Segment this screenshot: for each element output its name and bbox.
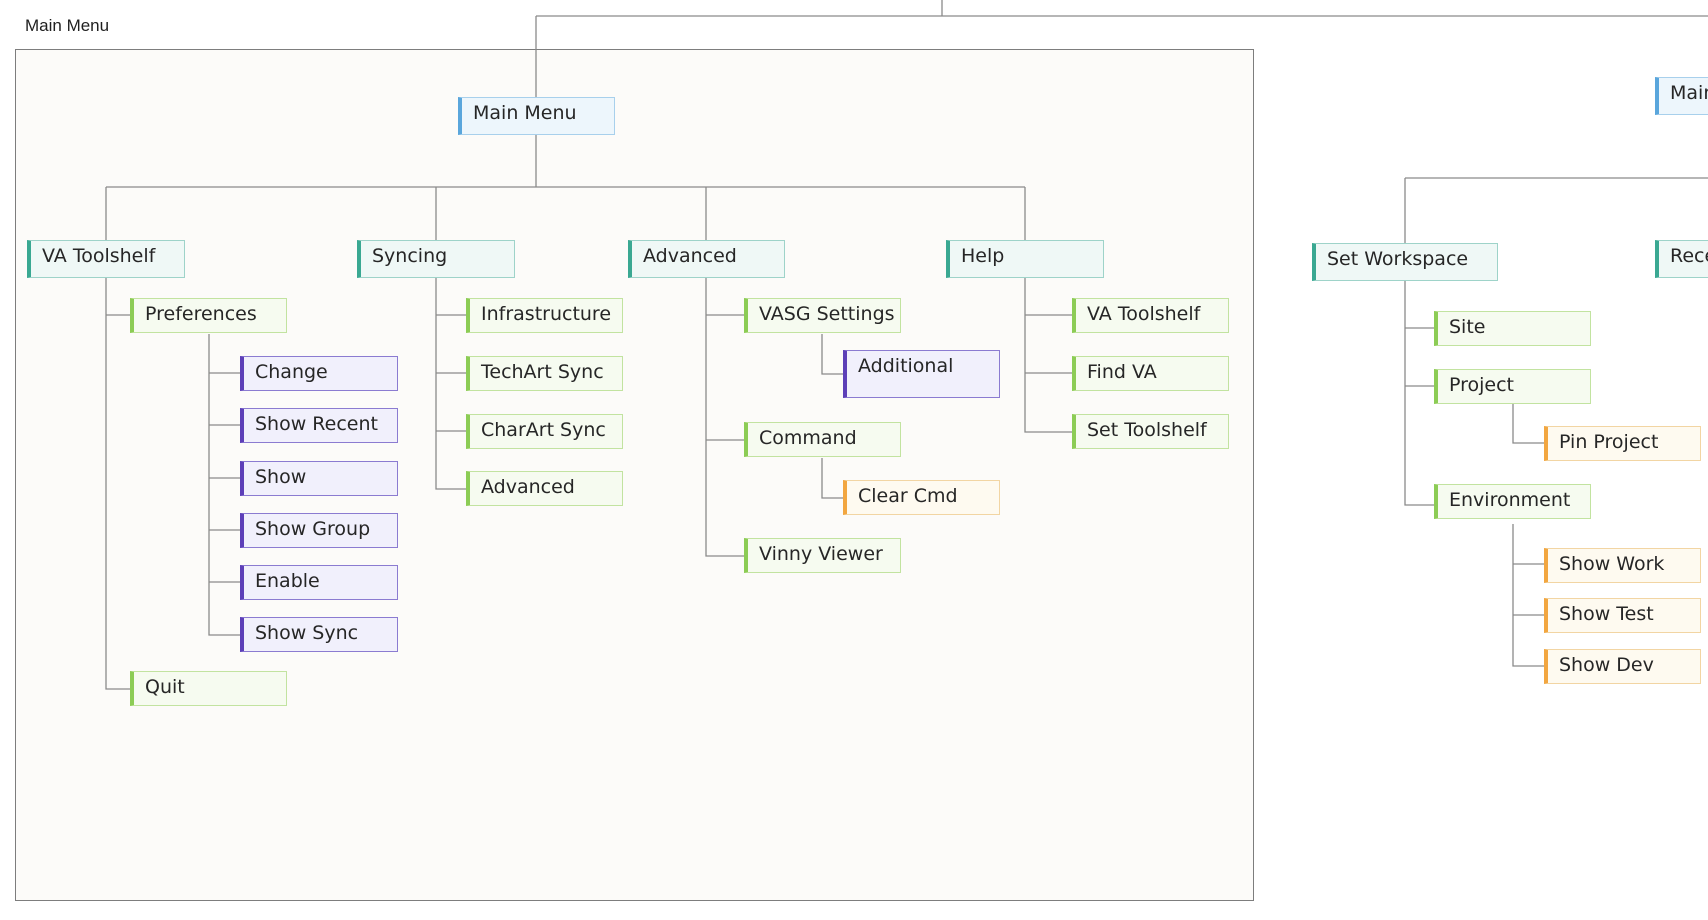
node-techart-sync[interactable]: TechArt Sync: [466, 356, 623, 391]
node-environment[interactable]: Environment: [1434, 484, 1591, 519]
node-pin-project[interactable]: Pin Project: [1544, 426, 1701, 461]
node-main-menu[interactable]: Main Menu: [458, 97, 615, 135]
node-vinny-viewer[interactable]: Vinny Viewer: [744, 538, 901, 573]
main-menu-frame[interactable]: [15, 49, 1254, 901]
node-additional[interactable]: Additional: [843, 350, 1000, 398]
connector-project: [1512, 404, 1544, 444]
node-change[interactable]: Change: [240, 356, 398, 391]
node-syncing-advanced[interactable]: Advanced: [466, 471, 623, 506]
node-advanced[interactable]: Advanced: [628, 240, 785, 278]
node-show-recent[interactable]: Show Recent: [240, 408, 398, 443]
node-show[interactable]: Show: [240, 461, 398, 496]
node-show-work[interactable]: Show Work: [1544, 548, 1701, 583]
node-clear-cmd[interactable]: Clear Cmd: [843, 480, 1000, 515]
node-enable[interactable]: Enable: [240, 565, 398, 600]
frame-title: Main Menu: [25, 16, 110, 35]
node-set-toolshelf[interactable]: Set Toolshelf: [1072, 414, 1229, 449]
node-set-workspace[interactable]: Set Workspace: [1312, 243, 1498, 281]
node-help-va-toolshelf[interactable]: VA Toolshelf: [1072, 298, 1229, 333]
node-recent[interactable]: Rece: [1655, 240, 1708, 278]
connector-environment: [1512, 524, 1544, 667]
node-charart-sync[interactable]: CharArt Sync: [466, 414, 623, 449]
node-infrastructure[interactable]: Infrastructure: [466, 298, 623, 333]
node-va-toolshelf[interactable]: VA Toolshelf: [27, 240, 185, 278]
node-syncing[interactable]: Syncing: [357, 240, 515, 278]
node-show-dev[interactable]: Show Dev: [1544, 649, 1701, 684]
node-find-va[interactable]: Find VA: [1072, 356, 1229, 391]
node-site[interactable]: Site: [1434, 311, 1591, 346]
node-show-sync[interactable]: Show Sync: [240, 617, 398, 652]
node-help[interactable]: Help: [946, 240, 1104, 278]
node-project[interactable]: Project: [1434, 369, 1591, 404]
node-show-group[interactable]: Show Group: [240, 513, 398, 548]
node-show-test[interactable]: Show Test: [1544, 598, 1701, 633]
node-quit[interactable]: Quit: [130, 671, 287, 706]
node-vasg-settings[interactable]: VASG Settings: [744, 298, 901, 333]
node-command[interactable]: Command: [744, 422, 901, 457]
node-preferences[interactable]: Preferences: [130, 298, 287, 333]
node-main-right[interactable]: Main: [1655, 77, 1708, 115]
